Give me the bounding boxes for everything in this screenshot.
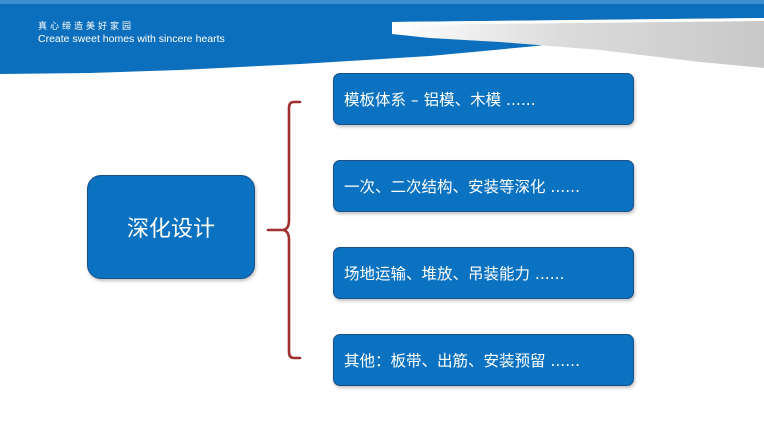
- header-band-graphic: [0, 0, 764, 74]
- branch-node-structure: 一次、二次结构、安装等深化 ......: [333, 160, 634, 212]
- header-slogan-chinese: 真心缔造美好家园: [38, 22, 135, 32]
- branch-node-site-transport: 场地运输、堆放、吊装能力 ......: [333, 247, 634, 299]
- bracket-connector: [266, 100, 302, 360]
- branch-node-formwork: 模板体系 – 铝模、木模 ......: [333, 73, 634, 125]
- header-slogan-english: Create sweet homes with sincere hearts: [38, 33, 225, 45]
- header-banner: [0, 0, 764, 80]
- center-node: 深化设计: [87, 175, 255, 279]
- branch-node-other: 其他：板带、出筋、安装预留 ......: [333, 334, 634, 386]
